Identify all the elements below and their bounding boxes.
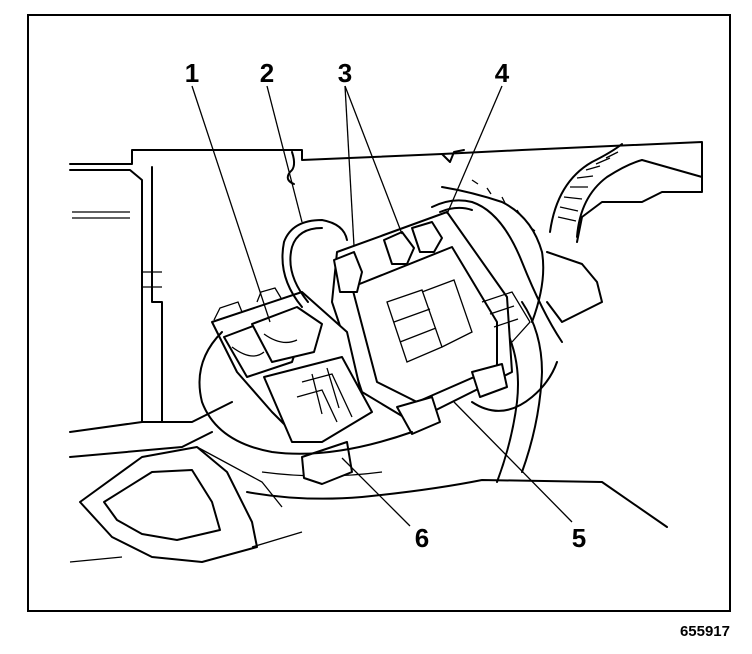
callout-5: 5	[572, 523, 586, 553]
leader-2	[266, 85, 303, 223]
mounting-bracket	[441, 179, 545, 483]
illustration-frame: 1 2 3 4 5 6	[27, 14, 731, 612]
callout-1: 1	[185, 58, 199, 88]
callout-labels: 1 2 3 4 5 6	[185, 58, 586, 553]
control-module-assembly	[211, 211, 513, 485]
air-duct-outlet	[69, 446, 303, 563]
leader-5	[453, 401, 573, 523]
leader-6	[341, 457, 411, 527]
callout-leaders	[191, 85, 573, 527]
callout-2: 2	[260, 58, 274, 88]
callout-3: 3	[338, 58, 352, 88]
callout-6: 6	[415, 523, 429, 553]
leader-1	[191, 85, 271, 323]
component-diagram: 1 2 3 4 5 6	[69, 58, 703, 563]
figure-id-label: 655917	[679, 623, 730, 640]
leader-3b	[344, 85, 403, 235]
dashboard-structure	[69, 141, 703, 458]
wiring-conduit	[546, 143, 703, 323]
leader-3a	[344, 85, 355, 247]
leader-4	[446, 85, 503, 215]
callout-4: 4	[495, 58, 510, 88]
wire-harness	[198, 199, 563, 455]
